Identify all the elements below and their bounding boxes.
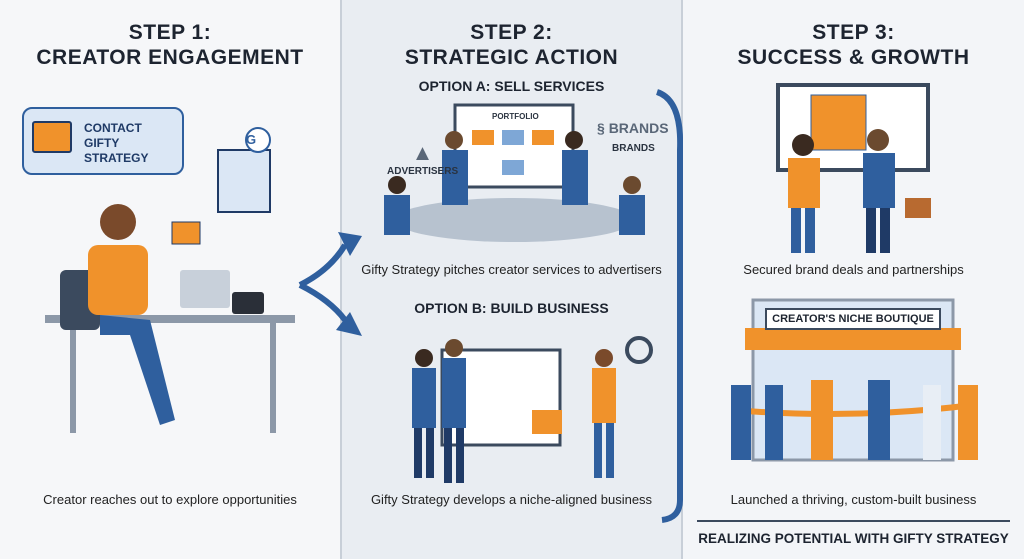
meeting-table xyxy=(394,198,634,242)
brands-logo: § BRANDS xyxy=(597,120,669,136)
office-building-icon xyxy=(217,127,271,213)
awning xyxy=(745,328,961,350)
step-1-caption: Creator reaches out to explore opportuni… xyxy=(43,492,297,507)
step-3-panel: STEP 3:SUCCESS & GROWTH Secured brand de… xyxy=(683,0,1024,559)
success-illustration xyxy=(731,83,978,462)
envelope-icon xyxy=(32,121,72,153)
speech-bubble: CONTACT GIFTY STRATEGY xyxy=(22,107,184,175)
option-b-heading: OPTION B: BUILD BUSINESS xyxy=(414,300,609,316)
briefcase-icon xyxy=(905,198,931,218)
footer-divider xyxy=(697,520,1010,522)
footer-tagline: REALIZING POTENTIAL WITH GIFTY STRATEGY xyxy=(698,531,1009,546)
bracket-line xyxy=(655,89,684,523)
envelope-in-hand xyxy=(171,221,201,245)
step-3a-caption: Secured brand deals and partnerships xyxy=(743,262,964,277)
laptop xyxy=(180,270,230,308)
store-sign: CREATOR'S NICHE BOUTIQUE xyxy=(765,308,941,330)
bubble-text: CONTACT GIFTY STRATEGY xyxy=(84,121,149,165)
step-3-title: STEP 3:SUCCESS & GROWTH xyxy=(737,21,970,69)
desk xyxy=(45,315,295,323)
step-3b-caption: Launched a thriving, custom-built busine… xyxy=(730,492,977,507)
strategy-illustration xyxy=(384,89,684,523)
creator-shirt xyxy=(88,245,148,315)
gear-icon xyxy=(625,336,653,364)
advertisers-logo: ▲ADVERTISERS xyxy=(387,140,459,177)
camera xyxy=(232,292,264,314)
step-1-panel: STEP 1:CREATOR ENGAGEMENT CONTACT GIFTY … xyxy=(0,0,340,559)
step-2-title: STEP 2:STRATEGIC ACTION xyxy=(404,21,619,69)
option-b-caption: Gifty Strategy develops a niche-aligned … xyxy=(370,492,653,507)
step-2-panel: STEP 2:STRATEGIC ACTION OPTION A: SELL S… xyxy=(340,0,684,559)
creator-head xyxy=(100,204,136,240)
option-a-heading: OPTION A: SELL SERVICES xyxy=(418,78,605,94)
portfolio-title: PORTFOLIO xyxy=(492,112,539,121)
brands-label: BRANDS xyxy=(612,143,655,154)
building-logo: G xyxy=(246,132,257,147)
creator-illustration xyxy=(45,127,295,433)
step-1-title: STEP 1:CREATOR ENGAGEMENT xyxy=(36,21,304,69)
option-a-caption: Gifty Strategy pitches creator services … xyxy=(361,262,662,277)
ribbon xyxy=(732,402,974,417)
store-icon xyxy=(532,410,562,434)
